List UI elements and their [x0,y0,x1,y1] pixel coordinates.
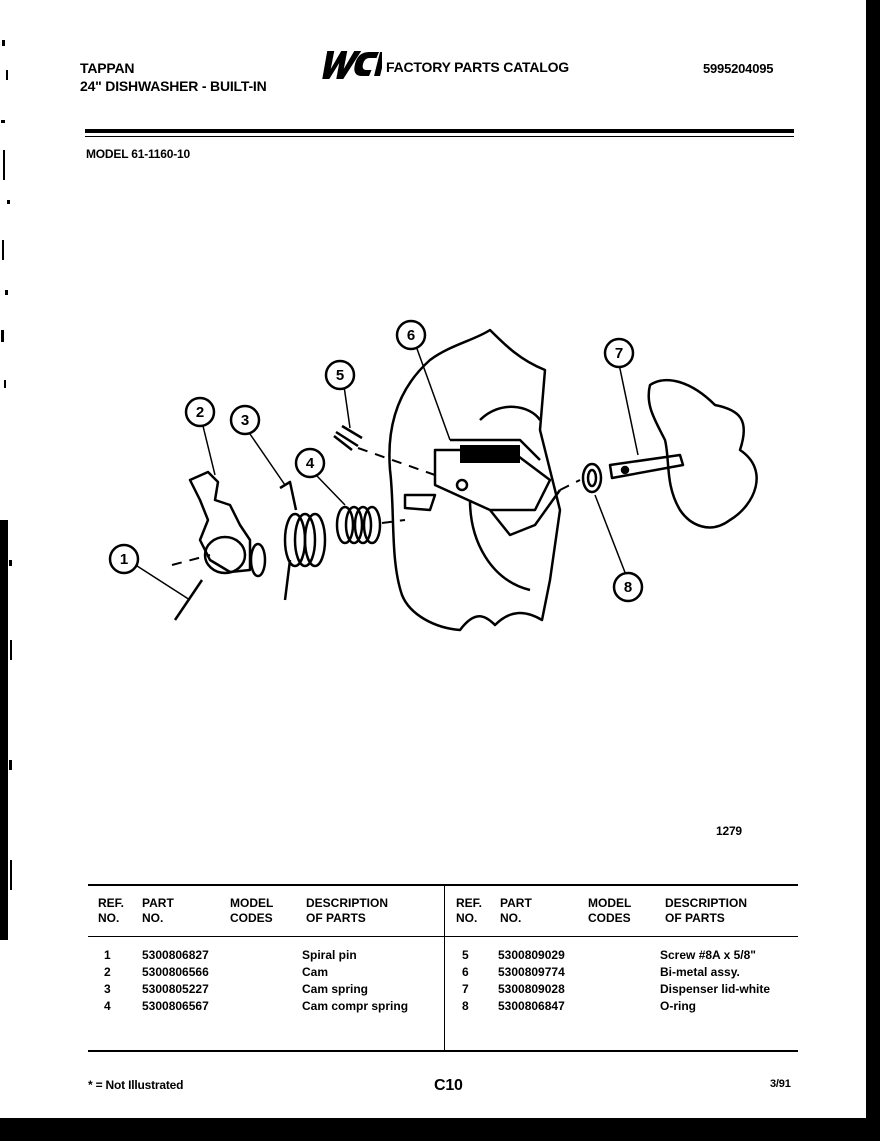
screw [333,424,363,451]
ref-no: 2 [104,965,111,979]
callout-label-6: 6 [407,327,415,344]
callout-circle-4 [294,447,326,479]
part-no: 5300806827 [142,948,209,962]
revision-date: 3/91 [770,1078,791,1090]
part-no: 5300809029 [498,948,565,962]
cam-compr-spring-shape [335,505,382,545]
table-header-rule [88,936,798,937]
figure-number: 1279 [716,824,742,838]
part-description: O-ring [660,999,696,1013]
catalog-title: FACTORY PARTS CATALOG [386,59,569,75]
ref-no: 1 [104,948,111,962]
page-border-bottom [0,1118,880,1141]
header-ref-right: REF.NO. [456,896,483,925]
cam-shape [188,470,252,574]
callout-circle-2 [184,396,216,428]
part-description: Screw #8A x 5/8" [660,948,756,962]
part-no: 5300809774 [498,965,565,979]
ref-no: 7 [462,982,469,996]
table-center-divider [444,884,445,1052]
ref-no: 3 [104,982,111,996]
callout-circle-1 [108,543,140,575]
cam-spring-shape [279,480,327,601]
header-rule-thick [85,129,794,133]
part-description: Cam spring [302,982,369,996]
part-no: 5300806567 [142,999,209,1013]
part-description: Spiral pin [302,948,357,962]
part-no: 5300805227 [142,982,209,996]
part-no: 5300806847 [498,999,565,1013]
wci-logo [322,51,382,79]
exploded-parts-diagram: 1 2 3 4 5 6 7 8 [108,319,758,632]
page-border-right [866,0,880,1141]
brand-name: TAPPAN [80,60,135,76]
callout-circle-8 [612,571,644,603]
part-description: Cam [302,965,329,979]
part-no: 5300809028 [498,982,565,996]
product-title: 24" DISHWASHER - BUILT-IN [80,78,267,94]
ref-no: 6 [462,965,469,979]
callout-circle-7 [603,337,635,369]
callout-circle-6 [395,319,427,351]
model-number: MODEL 61-1160-10 [86,147,190,161]
dispenser-lid [647,378,758,529]
callout-circle-3 [229,404,261,436]
catalog-number: 5995204095 [703,61,774,76]
header-rule-thin [85,136,794,137]
ref-no: 8 [462,999,469,1013]
callout-label-7: 7 [615,345,623,362]
part-description: Cam compr spring [302,999,409,1013]
part-description: Bi-metal assy. [660,965,740,979]
part-no: 5300806566 [142,965,209,979]
spiral-pin [173,579,204,621]
dispenser-panel [388,328,562,632]
ref-no: 5 [462,948,469,962]
not-illustrated-note: * = Not Illustrated [88,1078,184,1092]
callout-label-3: 3 [241,412,249,429]
page-number: C10 [434,1077,463,1094]
table-top-rule [88,884,798,886]
ref-no: 4 [104,999,111,1013]
callout-label-8: 8 [624,579,632,596]
callout-label-2: 2 [196,404,204,421]
callout-label-4: 4 [306,455,315,472]
part-description: Dispenser lid-white [660,982,771,996]
callout-circle-5 [324,359,356,391]
table-bottom-rule [88,1050,798,1052]
callout-label-1: 1 [120,551,128,568]
header-ref-left: REF.NO. [98,896,125,925]
callout-label-5: 5 [336,367,344,384]
scan-edge-artifact [0,40,12,940]
